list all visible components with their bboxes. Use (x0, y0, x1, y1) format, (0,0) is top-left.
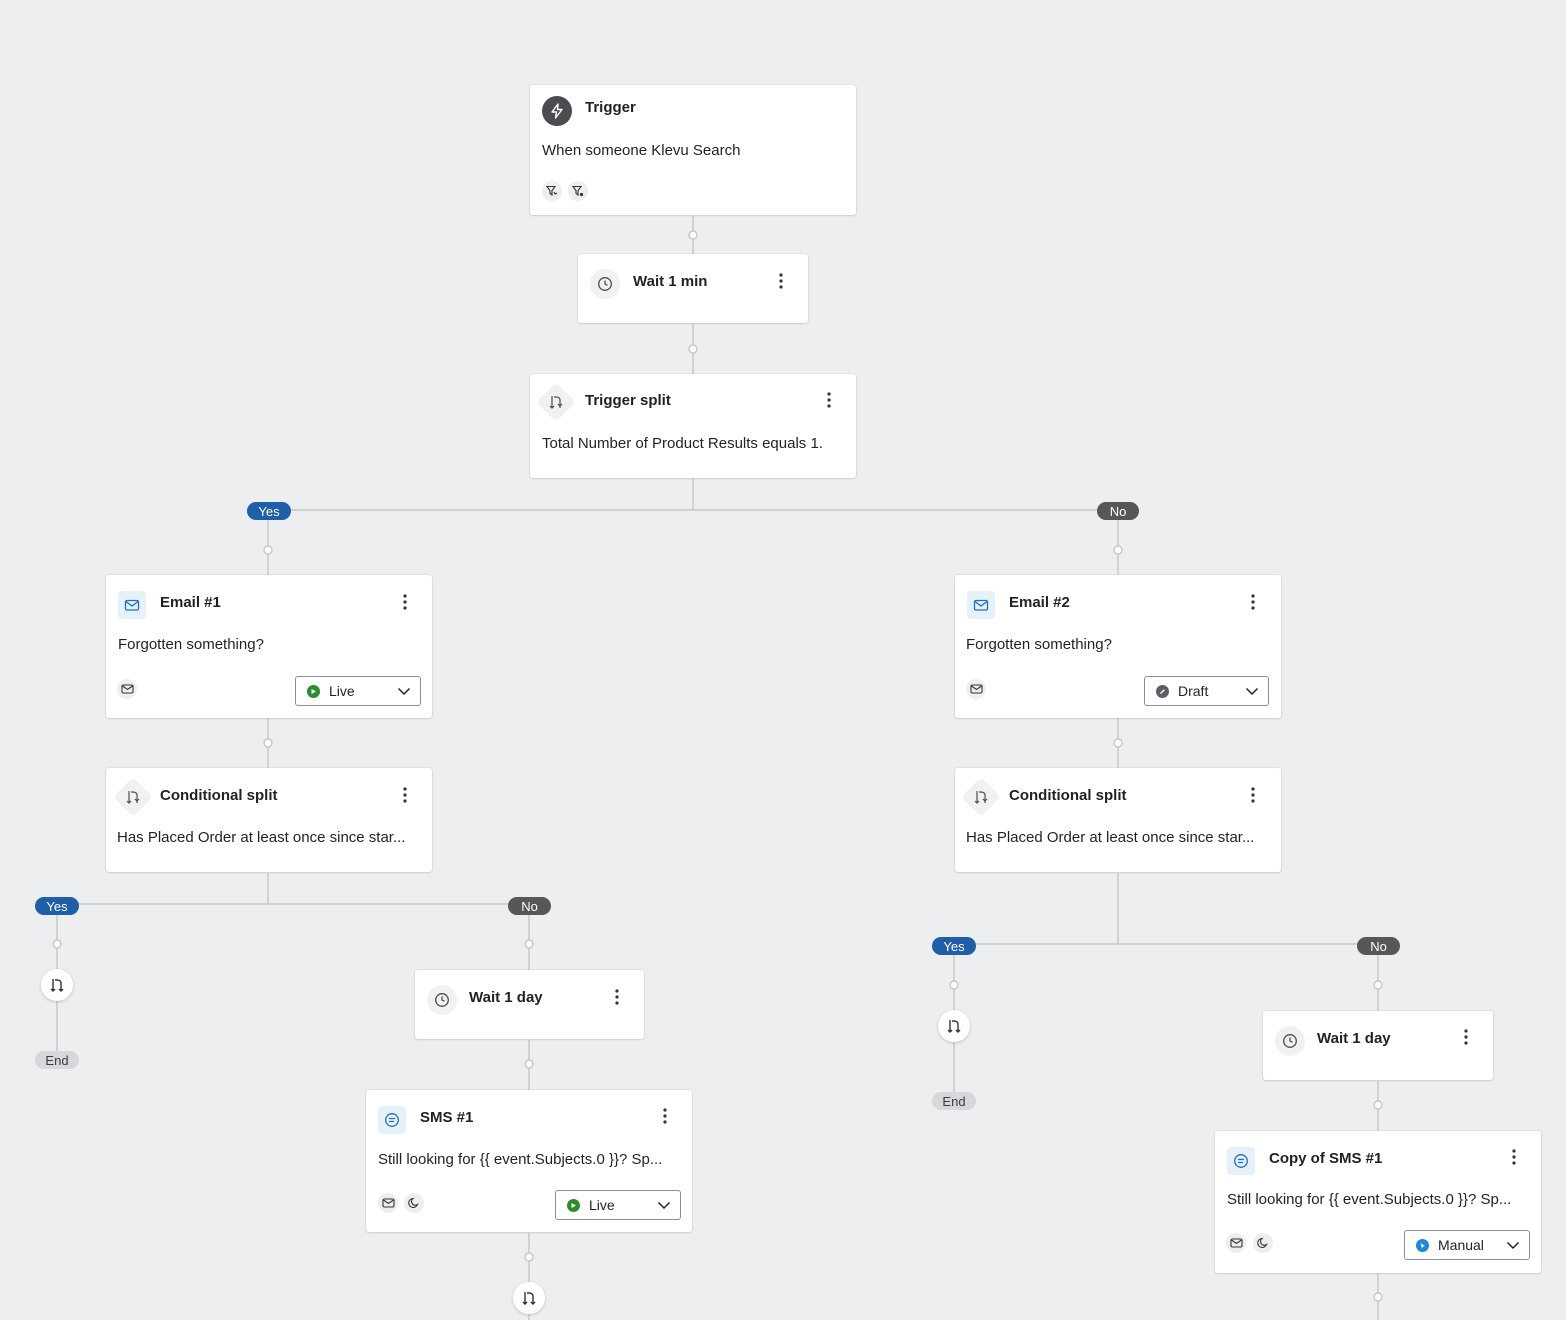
more-options-icon[interactable] (1456, 1027, 1476, 1047)
status-dropdown[interactable]: Live (295, 676, 421, 706)
sms-2-card[interactable]: Copy of SMS #1 Still looking for {{ even… (1215, 1131, 1541, 1273)
more-options-icon[interactable] (1504, 1147, 1524, 1167)
trigger-split-card[interactable]: Trigger split Total Number of Product Re… (530, 374, 856, 478)
smart-sending-icon[interactable] (966, 679, 986, 699)
status-dropdown[interactable]: Live (555, 1190, 681, 1220)
quiet-hours-icon[interactable] (404, 1193, 424, 1213)
split-icon (113, 777, 153, 817)
split-path-icon[interactable] (938, 1010, 970, 1042)
wait-title: Wait 1 min (633, 273, 708, 290)
end-label: End (35, 1051, 79, 1069)
trigger-split-title: Trigger split (585, 392, 671, 409)
draft-status-icon (1156, 684, 1169, 698)
conditional-split-title: Conditional split (160, 787, 278, 804)
email-1-subject: Forgotten something? (118, 636, 264, 653)
sms-2-title: Copy of SMS #1 (1269, 1150, 1383, 1167)
more-options-icon[interactable] (1243, 785, 1263, 805)
no-branch-label: No (1357, 937, 1400, 955)
smart-sending-icon[interactable] (117, 679, 137, 699)
wait-1-min-card[interactable]: Wait 1 min (578, 254, 808, 323)
yes-branch-label: Yes (247, 502, 291, 520)
profile-filter-icon[interactable] (568, 181, 588, 201)
no-branch-label: No (1097, 502, 1139, 520)
wait-1-day-card[interactable]: Wait 1 day (1263, 1011, 1493, 1080)
wait-title: Wait 1 day (1317, 1030, 1391, 1047)
no-branch-label: No (508, 897, 551, 915)
clock-icon (1275, 1026, 1305, 1056)
wait-1-day-card[interactable]: Wait 1 day (415, 970, 644, 1039)
status-label: Manual (1438, 1237, 1484, 1253)
more-options-icon[interactable] (655, 1106, 675, 1126)
email-1-card[interactable]: Email #1 Forgotten something? Live (106, 575, 432, 718)
chevron-down-icon (657, 1201, 671, 1210)
wait-title: Wait 1 day (469, 989, 543, 1006)
conditional-split-description: Has Placed Order at least once since sta… (117, 829, 406, 846)
chevron-down-icon (397, 687, 411, 696)
more-options-icon[interactable] (395, 785, 415, 805)
clock-icon (590, 269, 620, 299)
trigger-description: When someone Klevu Search (542, 142, 741, 159)
conditional-split-description: Has Placed Order at least once since sta… (966, 829, 1255, 846)
email-2-card[interactable]: Email #2 Forgotten something? Draft (955, 575, 1281, 718)
status-dropdown[interactable]: Manual (1404, 1230, 1530, 1260)
quiet-hours-icon[interactable] (1253, 1233, 1273, 1253)
conditional-split-title: Conditional split (1009, 787, 1127, 804)
split-icon (536, 382, 576, 422)
conditional-split-1-card[interactable]: Conditional split Has Placed Order at le… (106, 768, 432, 872)
status-label: Live (589, 1197, 615, 1213)
smart-sending-icon[interactable] (378, 1193, 398, 1213)
more-options-icon[interactable] (1243, 592, 1263, 612)
smart-sending-icon[interactable] (1226, 1233, 1246, 1253)
sms-1-title: SMS #1 (420, 1109, 474, 1126)
status-dropdown[interactable]: Draft (1144, 676, 1269, 706)
clock-icon (427, 985, 457, 1015)
email-icon (967, 591, 995, 619)
split-icon (961, 777, 1001, 817)
email-icon (118, 591, 146, 619)
chevron-down-icon (1506, 1241, 1520, 1250)
yes-branch-label: Yes (35, 897, 79, 915)
chevron-down-icon (1245, 687, 1259, 696)
end-label: End (932, 1092, 976, 1110)
trigger-filter-icon[interactable] (542, 181, 562, 201)
more-options-icon[interactable] (395, 592, 415, 612)
email-1-title: Email #1 (160, 594, 221, 611)
email-2-subject: Forgotten something? (966, 636, 1112, 653)
trigger-split-description: Total Number of Product Results equals 1… (542, 435, 823, 452)
more-options-icon[interactable] (819, 390, 839, 410)
split-path-icon[interactable] (41, 969, 73, 1001)
email-2-title: Email #2 (1009, 594, 1070, 611)
trigger-title: Trigger (585, 99, 636, 116)
lightning-icon (542, 96, 572, 126)
conditional-split-2-card[interactable]: Conditional split Has Placed Order at le… (955, 768, 1281, 872)
yes-branch-label: Yes (932, 937, 976, 955)
status-label: Draft (1178, 683, 1209, 699)
more-options-icon[interactable] (771, 271, 791, 291)
sms-icon (1227, 1147, 1255, 1175)
live-status-icon (567, 1198, 580, 1212)
manual-status-icon (1416, 1238, 1429, 1252)
trigger-card[interactable]: Trigger When someone Klevu Search (530, 85, 856, 215)
sms-1-card[interactable]: SMS #1 Still looking for {{ event.Subjec… (366, 1090, 692, 1232)
sms-1-message: Still looking for {{ event.Subjects.0 }}… (378, 1151, 663, 1168)
sms-2-message: Still looking for {{ event.Subjects.0 }}… (1227, 1191, 1512, 1208)
more-options-icon[interactable] (607, 987, 627, 1007)
live-status-icon (307, 684, 320, 698)
sms-icon (378, 1106, 406, 1134)
split-path-icon[interactable] (513, 1282, 545, 1314)
status-label: Live (329, 683, 355, 699)
